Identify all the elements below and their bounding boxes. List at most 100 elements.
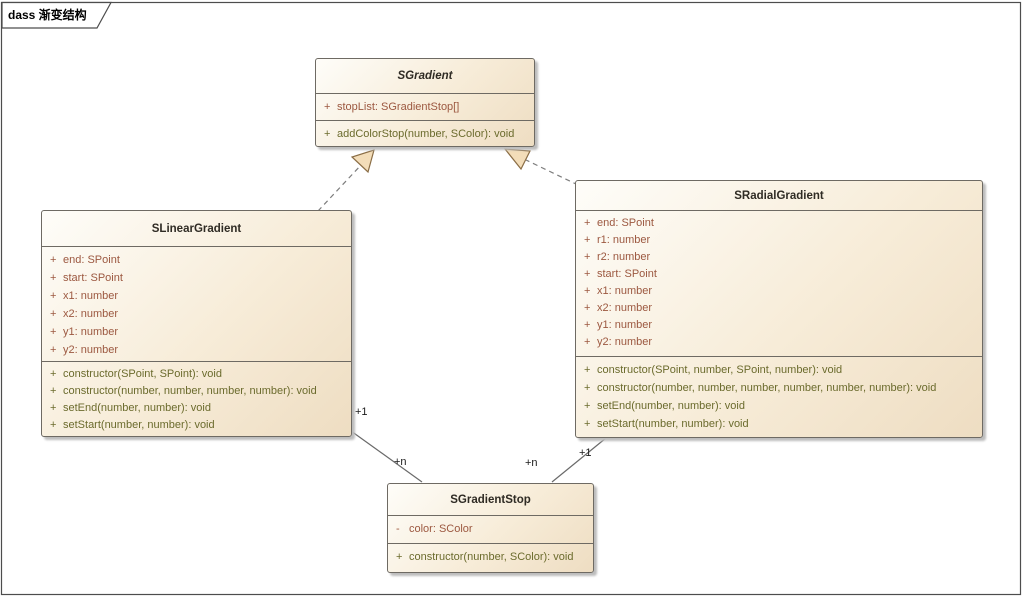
member-row: + r1: number xyxy=(576,232,982,249)
class-sradialgradient-methods: + constructor(SPoint, number, SPoint, num… xyxy=(576,357,982,437)
visibility-marker: + xyxy=(584,217,591,229)
member-row: + y2: number xyxy=(42,341,351,359)
visibility-marker: + xyxy=(584,251,591,263)
visibility-marker: + xyxy=(584,234,591,246)
class-sgradient[interactable]: SGradient + stopList: SGradientStop[] + ad… xyxy=(315,58,535,147)
member-row: + addColorStop(number, SColor): void xyxy=(316,125,534,143)
member-text: setEnd(number, number): void xyxy=(597,400,745,412)
visibility-marker: + xyxy=(584,268,591,280)
member-text: setStart(number, number): void xyxy=(597,418,749,430)
member-text: color: SColor xyxy=(409,523,473,535)
class-sgradientstop-attributes: -color: SColor xyxy=(388,516,593,544)
visibility-marker: + xyxy=(50,344,57,356)
class-sgradientstop-title: SGradientStop xyxy=(388,484,593,516)
member-text: end: SPoint xyxy=(597,217,654,229)
class-sgradientstop-methods: + constructor(number, SColor): void xyxy=(388,544,593,572)
class-sradialgradient-title: SRadialGradient xyxy=(576,181,982,211)
visibility-marker: + xyxy=(50,254,57,266)
class-sgradient-methods: + addColorStop(number, SColor): void xyxy=(316,121,534,147)
member-row: + x2: number xyxy=(42,305,351,323)
member-text: constructor(SPoint, SPoint): void xyxy=(63,368,222,380)
member-row: + constructor(number, number, number, num… xyxy=(576,379,982,397)
visibility-marker: + xyxy=(584,336,591,348)
visibility-marker: + xyxy=(584,418,591,430)
visibility-marker: + xyxy=(396,551,403,563)
class-slineargradient-title: SLinearGradient xyxy=(42,211,351,247)
member-row: +constructor(number, number, number, num… xyxy=(42,383,351,400)
member-text: stopList: SGradientStop[] xyxy=(337,101,460,113)
member-text: start: SPoint xyxy=(597,268,657,280)
member-text: x2: number xyxy=(63,308,119,320)
class-sradialgradient[interactable]: SRadialGradient +end: SPoint+r1: number+… xyxy=(575,180,983,438)
member-row: + constructor(SPoint, number, SPoint, num… xyxy=(576,361,982,379)
member-row: + end: SPoint xyxy=(576,215,982,232)
class-slineargradient-methods: +constructor(SPoint, SPoint): void+const… xyxy=(42,362,351,438)
member-row: + y1: number xyxy=(42,323,351,341)
member-row: + constructor(number, SColor): void xyxy=(388,548,593,566)
member-row: + setEnd(number, number): void xyxy=(576,397,982,415)
visibility-marker: + xyxy=(50,272,57,284)
member-text: r1: number xyxy=(597,234,651,246)
association-sradialgradient-sgradientstop[interactable] xyxy=(551,437,607,483)
frame-title-tab xyxy=(1,1,113,29)
visibility-marker: + xyxy=(50,402,57,414)
member-text: end: SPoint xyxy=(63,254,120,266)
member-row: + x2: number xyxy=(576,300,982,317)
visibility-marker: + xyxy=(584,285,591,297)
member-text: x1: number xyxy=(597,285,653,297)
visibility-marker: + xyxy=(584,364,591,376)
diagram-frame-label: dass 渐变结构 xyxy=(8,8,87,22)
member-row: -color: SColor xyxy=(388,520,593,538)
member-row: +x1: number xyxy=(42,287,351,305)
realization-slineargradient-sgradient[interactable] xyxy=(317,149,375,212)
member-row: + start: SPoint xyxy=(42,269,351,287)
class-sgradient-title: SGradient xyxy=(316,59,534,94)
multiplicity-radial-source: +1 xyxy=(579,447,592,459)
visibility-marker: + xyxy=(324,128,331,140)
member-row: + y2: number xyxy=(576,334,982,351)
member-row: + setStart(number, number): void xyxy=(42,417,351,434)
class-slineargradient-attributes: +end: SPoint+start: SPoint+x1: number+x2… xyxy=(42,247,351,362)
member-text: x2: number xyxy=(597,302,653,314)
member-row: + constructor(SPoint, SPoint): void xyxy=(42,366,351,383)
member-text: constructor(number, number, number, numb… xyxy=(597,382,937,394)
visibility-marker: + xyxy=(584,382,591,394)
multiplicity-linear-source: +1 xyxy=(355,406,368,418)
member-text: constructor(number, SColor): void xyxy=(409,551,574,563)
member-text: y2: number xyxy=(63,344,119,356)
visibility-marker: - xyxy=(396,523,400,535)
visibility-marker: + xyxy=(50,308,57,320)
class-sgradient-attributes: + stopList: SGradientStop[] xyxy=(316,94,534,121)
visibility-marker: + xyxy=(584,400,591,412)
multiplicity-radial-target: +n xyxy=(525,457,538,469)
realization-sradialgradient-sgradient[interactable] xyxy=(503,148,579,186)
member-text: setStart(number, number): void xyxy=(63,419,215,431)
visibility-marker: + xyxy=(50,290,57,302)
multiplicity-linear-target: +n xyxy=(394,456,407,468)
visibility-marker: + xyxy=(324,101,331,113)
member-text: y2: number xyxy=(597,336,653,348)
visibility-marker: + xyxy=(50,368,57,380)
member-text: constructor(number, number, number, numb… xyxy=(63,385,317,397)
class-slineargradient[interactable]: SLinearGradient + end: SPoint + start: SPoi… xyxy=(41,210,352,437)
member-text: start: SPoint xyxy=(63,272,123,284)
member-row: + x1: number xyxy=(576,283,982,300)
member-row: +setEnd(number, number): void xyxy=(42,400,351,417)
member-row: + start: SPoint xyxy=(576,266,982,283)
member-row: +r2: number xyxy=(576,249,982,266)
member-text: y1: number xyxy=(597,319,653,331)
visibility-marker: + xyxy=(584,319,591,331)
class-sgradientstop[interactable]: SGradientStop -color: SColor + constructo… xyxy=(387,483,594,573)
member-text: addColorStop(number, SColor): void xyxy=(337,128,515,140)
visibility-marker: + xyxy=(50,326,57,338)
member-text: y1: number xyxy=(63,326,119,338)
visibility-marker: + xyxy=(50,419,57,431)
visibility-marker: + xyxy=(584,302,591,314)
association-slineargradient-sgradientstop[interactable] xyxy=(350,430,423,483)
member-row: + end: SPoint xyxy=(42,251,351,269)
member-row: + setStart(number, number): void xyxy=(576,415,982,433)
member-text: constructor(SPoint, number, SPoint, numb… xyxy=(597,364,843,376)
